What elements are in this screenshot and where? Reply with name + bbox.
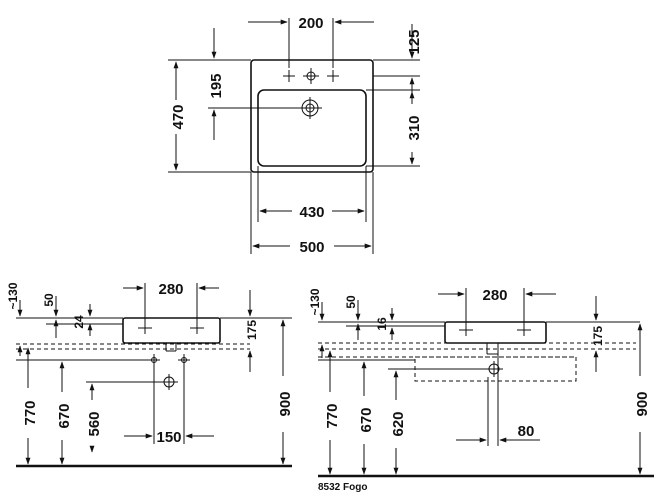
dim-560: 560 [86,411,103,436]
basin-outline [250,59,374,173]
drain-hole [298,97,322,119]
dim-125: 125 [406,29,423,54]
bowl-outline [257,89,367,167]
dim-430: 430 [299,204,324,221]
dim-175-left: 175 [245,320,259,340]
dim-150: 150 [156,429,181,446]
dim-50-right: 50 [344,295,358,309]
dim-900-left: 900 [277,391,294,416]
dim-620: 620 [390,411,407,436]
tap-holes [283,68,339,84]
left-elevation: 280 ~130 50 24 175 770 670 560 [6,281,294,468]
dim-280-right: 280 [482,287,507,304]
model-caption: 8532 Fogo [318,482,367,493]
dim-900-right: 900 [634,391,651,416]
basin-side-right [444,321,547,344]
dim-310: 310 [406,115,423,140]
dim-500: 500 [299,239,324,256]
dim-670-left: 670 [56,403,73,428]
dim-670-right: 670 [358,407,375,432]
dim-50-left: 50 [42,293,56,307]
dim-200: 200 [298,15,323,32]
top-view: 200 125 310 195 470 430 [168,15,423,256]
dim-80: 80 [518,423,535,440]
basin-side [122,317,221,344]
dim-280-left: 280 [158,281,183,298]
dim-24: 24 [72,315,86,329]
right-elevation: 280 ~130 50 16 175 770 670 620 [308,287,654,493]
dim-770-left: 770 [22,400,39,425]
dim-195: 195 [208,73,225,98]
dim-16: 16 [375,317,389,331]
dim-130-left: ~130 [6,282,20,309]
dim-770-right: 770 [324,403,341,428]
dim-130-right: ~130 [308,288,322,315]
dim-470: 470 [170,104,187,129]
dim-175-right: 175 [591,326,605,346]
